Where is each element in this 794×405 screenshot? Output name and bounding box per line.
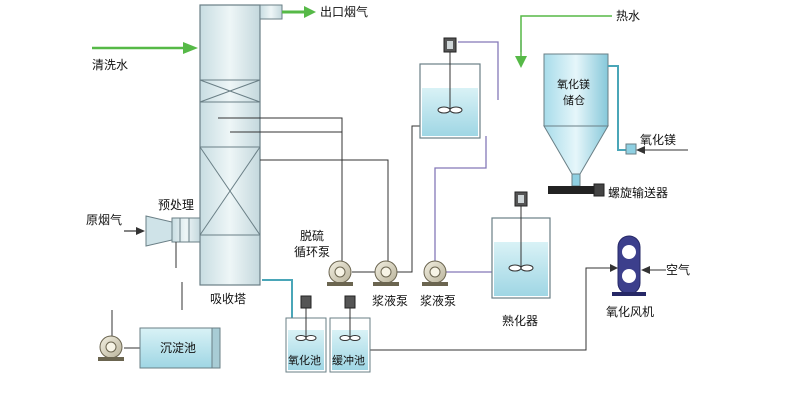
label-mgo-feed: 氧化镁 — [640, 133, 677, 147]
oxidation-tank — [285, 295, 327, 373]
label-hot-water: 热水 — [616, 9, 641, 23]
raw-gas-arrow-icon — [124, 227, 145, 235]
label-mgo-storage-line1: 氧化镁 — [557, 78, 590, 91]
sedimentation-pump-icon — [98, 335, 124, 361]
label-buffer-tank: 缓冲池 — [332, 354, 365, 367]
hot-water-arrow-icon — [515, 15, 612, 68]
pretreatment-duct — [145, 215, 201, 247]
slurry-pump-2-icon — [422, 260, 448, 286]
label-oxidation-fan: 氧化风机 — [606, 305, 655, 319]
slurry-pump-1-icon — [373, 260, 399, 286]
sedimentation-tank — [139, 327, 221, 369]
air-supply-pipe — [368, 264, 618, 351]
label-desulf-pump-line1: 脱硫 — [300, 229, 325, 243]
label-slaker: 熟化器 — [502, 314, 539, 328]
buffer-tank — [329, 295, 371, 373]
slaker-feed-pipes — [434, 40, 522, 273]
label-desulf-pump-line2: 循环泵 — [294, 245, 331, 259]
oxidation-fan-icon — [612, 235, 646, 296]
absorber-drain-pipe — [262, 279, 293, 318]
label-wash-water: 清洗水 — [92, 58, 129, 72]
slaker-tank — [491, 191, 551, 299]
mgo-storage-silo — [543, 53, 637, 187]
label-air: 空气 — [666, 263, 691, 277]
wash-water-arrow-icon — [92, 42, 198, 54]
label-slurry-pump-1: 浆液泵 — [372, 294, 409, 308]
label-sedimentation-tank: 沉淀池 — [160, 341, 197, 355]
mgo-feed-arrow-icon — [636, 146, 688, 154]
label-raw-flue-gas: 原烟气 — [86, 213, 123, 227]
label-screw-conveyor: 螺旋输送器 — [608, 186, 669, 200]
label-slurry-pump-2: 浆液泵 — [420, 294, 457, 308]
label-mgo-storage-line2: 储仓 — [563, 94, 585, 107]
air-arrow-icon — [641, 266, 666, 274]
absorber-tower — [199, 4, 283, 286]
label-oxidation-tank: 氧化池 — [288, 354, 321, 367]
label-outlet-flue-gas: 出口烟气 — [320, 5, 369, 19]
desulf-circulation-pump-icon — [327, 260, 353, 286]
label-pretreatment: 预处理 — [158, 198, 195, 212]
pretreatment-drain-pipes — [111, 242, 183, 349]
label-absorber: 吸收塔 — [210, 292, 247, 306]
outlet-arrow-icon — [282, 6, 316, 18]
slurry-tank-top — [419, 37, 481, 139]
screw-conveyor — [548, 183, 605, 197]
